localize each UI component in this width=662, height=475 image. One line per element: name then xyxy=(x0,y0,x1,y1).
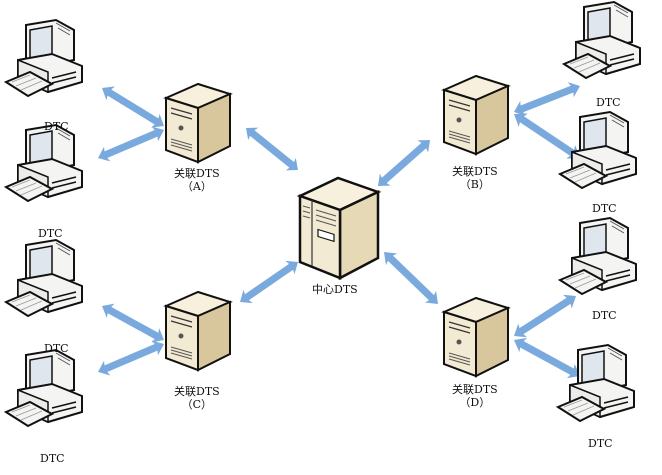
client-a1-label: DTC xyxy=(44,120,69,133)
server-d-label: 关联DTS （D） xyxy=(452,383,498,409)
server-d-icon xyxy=(443,297,509,377)
client-a2-icon xyxy=(5,124,83,202)
client-c1-icon xyxy=(5,239,83,317)
link-d-center-double-arrow-icon xyxy=(378,246,444,310)
server-b-id: （B） xyxy=(459,178,490,191)
server-a-icon xyxy=(165,83,231,163)
client-c2-icon xyxy=(5,349,83,427)
server-a-label: 关联DTS （A） xyxy=(174,167,220,193)
server-a-id: （A） xyxy=(181,180,212,193)
server-c-label: 关联DTS （C） xyxy=(174,385,220,411)
central-cabinet-icon xyxy=(298,176,380,280)
client-b1-label: DTC xyxy=(596,96,621,109)
link-a-a2-double-arrow-icon xyxy=(94,122,168,166)
link-b-b1-double-arrow-icon xyxy=(511,78,583,120)
server-c-id: （C） xyxy=(181,398,213,411)
client-b2-label: DTC xyxy=(592,202,617,215)
server-c-name: 关联DTS xyxy=(174,385,220,398)
client-d1-label: DTC xyxy=(592,309,617,322)
client-d2-label: DTC xyxy=(588,437,613,450)
server-d-id: （D） xyxy=(459,396,491,409)
link-d-d1-double-arrow-icon xyxy=(509,289,581,343)
link-a-a1-double-arrow-icon xyxy=(97,81,169,133)
link-c-center-double-arrow-icon xyxy=(235,255,303,309)
link-d-d2-double-arrow-icon xyxy=(510,332,584,384)
server-d-name: 关联DTS xyxy=(452,383,498,396)
server-a-name: 关联DTS xyxy=(174,167,220,180)
client-c1-label: DTC xyxy=(44,342,69,355)
client-a1-icon xyxy=(5,19,83,97)
server-b-name: 关联DTS xyxy=(452,165,498,178)
server-b-label: 关联DTS （B） xyxy=(452,165,498,191)
link-b-center-double-arrow-icon xyxy=(372,133,436,193)
client-a2-label: DTC xyxy=(38,227,63,240)
server-b-icon xyxy=(443,75,509,155)
center-label: 中心DTS xyxy=(312,283,358,296)
link-a-center-double-arrow-icon xyxy=(240,121,304,177)
client-c2-label: DTC xyxy=(40,452,65,465)
link-c-c1-double-arrow-icon xyxy=(98,298,168,348)
link-c-c2-double-arrow-icon xyxy=(94,336,168,380)
client-d2-icon xyxy=(557,344,635,422)
client-d1-icon xyxy=(559,217,637,295)
client-b1-icon xyxy=(563,1,641,79)
server-c-icon xyxy=(165,291,231,371)
